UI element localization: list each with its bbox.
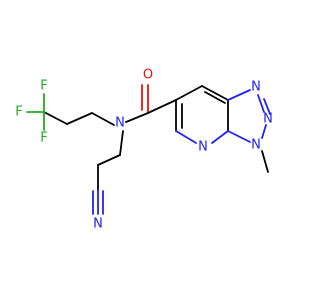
bond-ch2-cf3 — [43, 111, 68, 125]
bond-ch2-ch2-a — [66, 112, 93, 125]
bond-n1-n2-double — [263, 98, 271, 115]
molecule-diagram: O N N N N N N F F F — [15, 68, 273, 232]
oxygen-label: O — [143, 68, 153, 83]
bond-c7a-n1 — [227, 89, 251, 101]
bond-n-methyl — [261, 150, 269, 173]
bond-n-ch2-a — [91, 112, 115, 126]
bond-c5-npyr — [175, 130, 197, 144]
bond-c3a-n3 — [227, 130, 251, 143]
triazole-n1-label: N — [251, 80, 261, 95]
fluorine-bottom-label: F — [40, 131, 47, 146]
nitrile-nitrogen-label: N — [93, 217, 103, 232]
structure-canvas: O N N N N N N F F F — [15, 68, 273, 232]
bond-n-ch2-b — [119, 130, 124, 156]
bond-npyr-c3a — [211, 130, 229, 144]
bond-n1-n2 — [257, 94, 265, 113]
bond-ring-c7-c7a — [201, 85, 229, 101]
bond-c-namide — [125, 112, 149, 123]
triazole-n3-label: N — [251, 138, 261, 153]
bond-n2-n3 — [261, 124, 267, 139]
fluorine-top-label: F — [40, 79, 47, 94]
pyridine-nitrogen-label: N — [198, 140, 208, 155]
bond-ring-c6-c7 — [175, 85, 203, 101]
triazole-n2-label: N — [263, 112, 273, 127]
amide-nitrogen-label: N — [115, 116, 125, 131]
bond-ch2-ch2-b — [97, 154, 121, 166]
fluorine-left-label: F — [15, 105, 22, 120]
bond-ring-c7-c7a-double — [204, 91, 226, 104]
bond-carbonyl-ring — [147, 99, 177, 114]
